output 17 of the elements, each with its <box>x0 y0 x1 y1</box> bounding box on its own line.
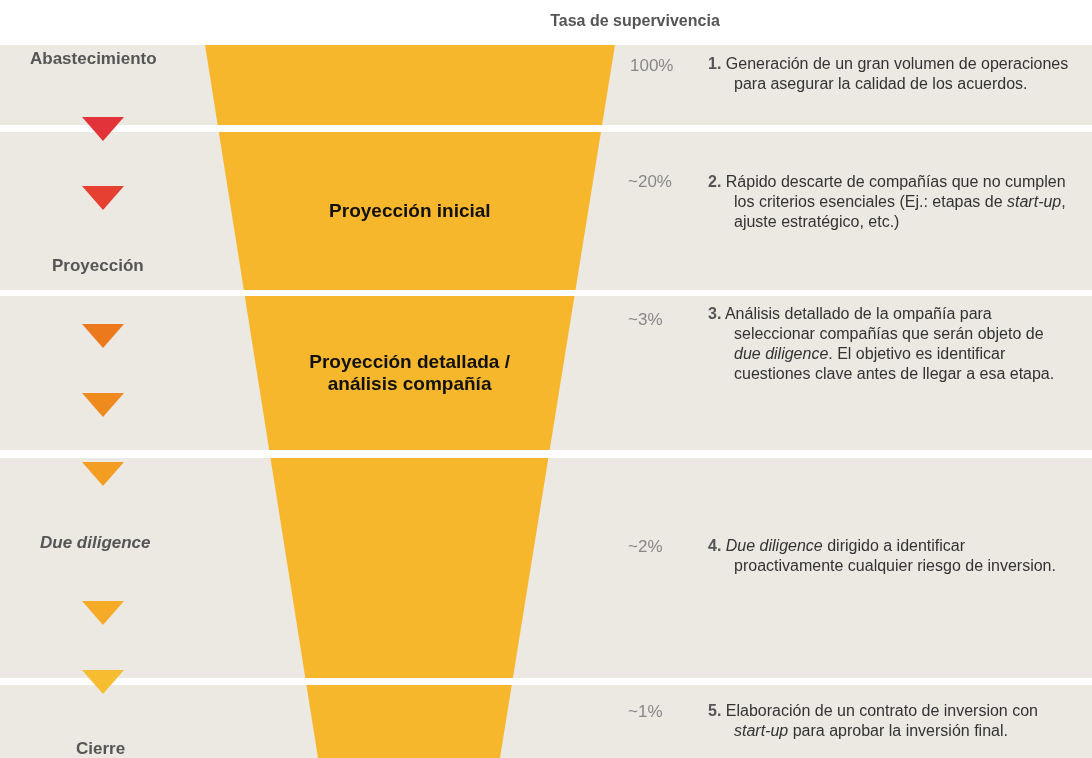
stage-title: Proyección detallada / análisis compañía <box>308 351 511 395</box>
stage-label: Cierre <box>76 739 126 758</box>
chart-title: Tasa de supervivencia <box>549 12 721 30</box>
survival-rate: ~3% <box>628 310 663 330</box>
survival-rate: ~20% <box>628 172 672 192</box>
step-description: 5. Elaboración de un contrato de inversion con start-up para aprobar la inversión final. <box>708 701 1039 741</box>
step-description: 4. Due diligence dirigido a identificar proactivamente cualquier riesgo de inversion. <box>708 536 1057 576</box>
stage-title: Proyección inicial <box>329 200 491 222</box>
stage-label: Due diligence <box>40 533 151 553</box>
step-description: 2. Rápido descarte de compañías que no cumplen los criterios esenciales (Ej.: etapas de start-up, ajuste estratégico, etc.) <box>708 172 1067 232</box>
survival-rate: 100% <box>630 56 674 76</box>
stage-label: Proyección <box>52 256 144 276</box>
step-description: 1. Generación de un gran volumen de operaciones para asegurar la calidad de los acuerdos. <box>708 54 1070 94</box>
survival-rate: ~1% <box>628 702 663 722</box>
step-description: 3. Análisis detallado de la ompañía para seleccionar compañías que serán objeto de due diligence. El objetivo es identificar cuestiones clave antes de llegar a esa etapa. <box>708 304 1056 384</box>
survival-rate: ~2% <box>628 537 663 557</box>
stage-label: Abastecimiento <box>30 49 157 69</box>
